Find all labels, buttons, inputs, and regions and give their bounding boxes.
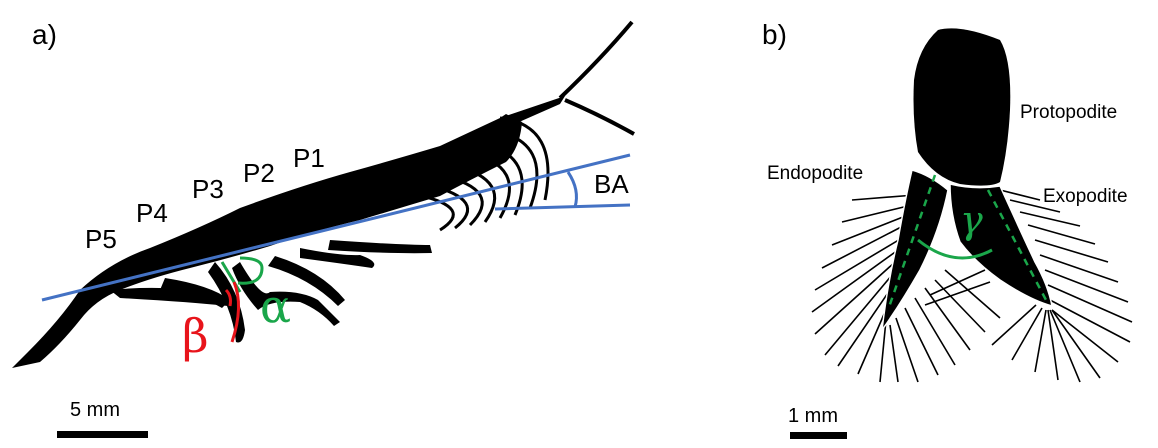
scale-bar-a — [57, 431, 148, 438]
segment-label-p1: P1 — [293, 143, 325, 173]
segment-label-p4: P4 — [136, 198, 168, 228]
panel-b: b) — [762, 19, 1133, 439]
beta-angle-line — [230, 281, 240, 343]
endopodite-label: Endopodite — [767, 163, 863, 184]
antenna-1 — [558, 20, 634, 100]
scale-bar-b — [790, 432, 847, 439]
exopodite-shape — [949, 183, 1053, 308]
body-angle-arc — [566, 171, 578, 208]
exopodite-label: Exopodite — [1043, 186, 1128, 207]
panel-a-label: a) — [32, 19, 57, 50]
body-axis-line — [41, 153, 631, 302]
panel-b-label: b) — [762, 19, 787, 50]
segment-label-p3: P3 — [192, 174, 224, 204]
scale-bar-b-label: 1 mm — [788, 405, 838, 427]
endopodite-axis — [886, 174, 937, 311]
body-angle-label: BA — [594, 169, 629, 199]
scale-bar-a-label: 5 mm — [70, 399, 120, 421]
gamma-angle-arc — [917, 238, 993, 260]
setae-fan — [811, 189, 1133, 383]
panel-a: a) — [12, 19, 635, 438]
beta-label: β — [182, 309, 209, 363]
segment-label-p2: P2 — [243, 158, 275, 188]
protopodite-label: Protopodite — [1020, 102, 1117, 123]
beta-angle-tick — [224, 288, 232, 307]
protopodite-shape — [913, 28, 1011, 186]
amphipod-body — [12, 114, 522, 368]
head-rostrum — [500, 96, 565, 126]
endopodite-shape — [881, 169, 949, 331]
legs — [110, 240, 432, 343]
alpha-label: α — [260, 279, 291, 333]
alpha-angle-arc — [237, 256, 264, 285]
segment-label-p5: P5 — [85, 224, 117, 254]
body-angle-reference-line — [494, 203, 631, 211]
antenna-2 — [564, 98, 635, 136]
gamma-label: γ — [960, 198, 983, 242]
